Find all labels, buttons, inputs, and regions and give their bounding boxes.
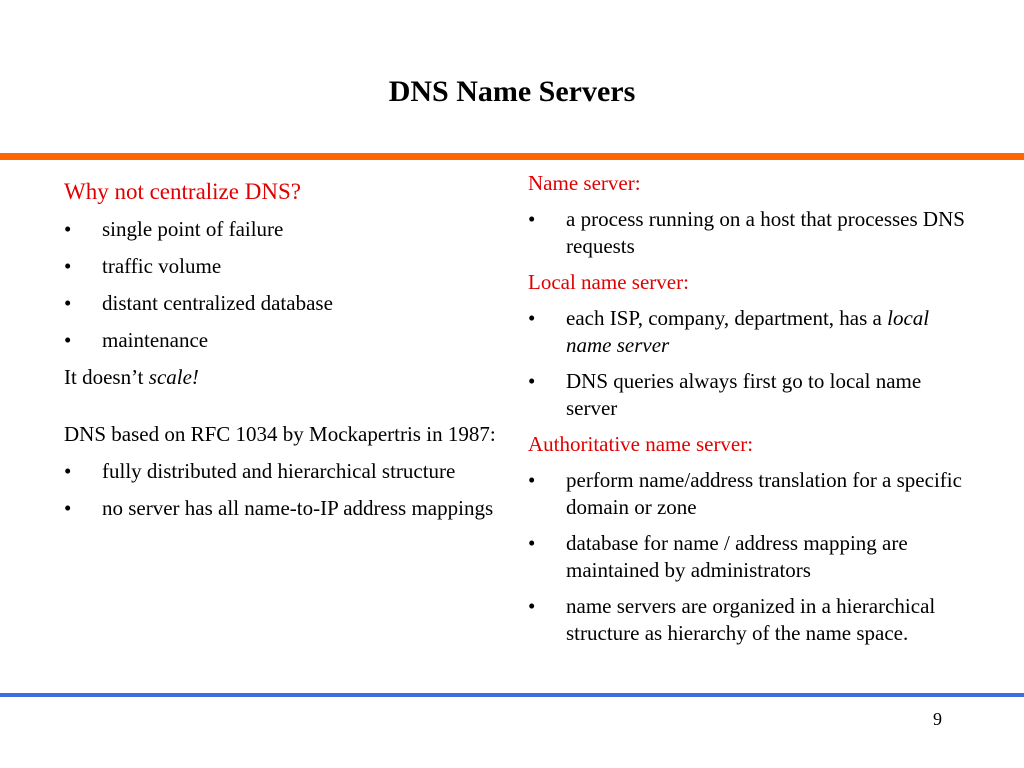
list-item-text: traffic volume xyxy=(102,254,222,278)
list-item: • single point of failure xyxy=(64,216,504,243)
list-item-text: database for name / address mapping are … xyxy=(566,531,908,582)
list-item-text: no server has all name-to-IP address map… xyxy=(102,496,494,520)
why-not-centralize-heading: Why not centralize DNS? xyxy=(64,179,301,204)
left-column: Why not centralize DNS? • single point of… xyxy=(64,177,504,532)
list-item: • traffic volume xyxy=(64,253,504,280)
list-item: • distant centralized database xyxy=(64,290,504,317)
scale-statement: It doesn’t scale! xyxy=(64,364,504,391)
list-item-italic: local name server xyxy=(566,306,930,357)
list-item-text: maintenance xyxy=(102,328,209,352)
bullet-icon: • xyxy=(528,306,536,330)
spacer xyxy=(64,391,504,421)
list-item-text: single point of failure xyxy=(102,217,284,241)
bullet-icon: • xyxy=(528,531,536,555)
authoritative-name-server-heading: Authoritative name server: xyxy=(528,432,754,456)
list-item-text: DNS queries always first go to local nam… xyxy=(566,369,922,420)
list-item: • no server has all name-to-IP address ma… xyxy=(64,495,504,522)
page-number: 9 xyxy=(933,709,942,729)
list-item-text: each ISP, company, department, has a xyxy=(566,306,888,330)
bullet-icon: • xyxy=(64,459,72,483)
scale-prefix: It doesn’t xyxy=(64,365,149,389)
bullet-icon: • xyxy=(64,217,72,241)
bullet-icon: • xyxy=(528,369,536,393)
bullet-icon: • xyxy=(528,207,536,231)
list-item-text: distant centralized database xyxy=(102,291,333,315)
list-item: • DNS queries always first go to local na… xyxy=(528,368,968,422)
list-item-text: name servers are organized in a hierarch… xyxy=(566,594,936,645)
list-item-text: fully distributed and hierarchical struc… xyxy=(102,459,456,483)
scale-word: scale! xyxy=(148,365,199,389)
bullet-icon: • xyxy=(528,594,536,618)
name-server-heading: Name server: xyxy=(528,171,641,195)
rfc-statement: DNS based on RFC 1034 by Mockapertris in… xyxy=(64,422,496,446)
bullet-icon: • xyxy=(64,291,72,315)
rfc-properties-list: • fully distributed and hierarchical stru… xyxy=(64,458,504,522)
centralize-problems-list: • single point of failure • traffic volume… xyxy=(64,216,504,354)
bullet-icon: • xyxy=(64,254,72,278)
bullet-icon: • xyxy=(528,468,536,492)
bullet-icon: • xyxy=(64,496,72,520)
list-item: • maintenance xyxy=(64,327,504,354)
slide-title: DNS Name Servers xyxy=(388,75,636,108)
list-item: • perform name/address translation for a … xyxy=(528,467,968,521)
local-name-server-heading: Local name server: xyxy=(528,270,689,294)
bottom-divider xyxy=(0,693,1024,697)
bullet-icon: • xyxy=(64,328,72,352)
list-item: • a process running on a host that proces… xyxy=(528,206,968,260)
list-item: • each ISP, company, department, has a lo… xyxy=(528,305,968,359)
list-item: • database for name / address mapping are… xyxy=(528,530,968,584)
list-item-text: a process running on a host that process… xyxy=(566,207,965,258)
list-item: • fully distributed and hierarchical stru… xyxy=(64,458,504,485)
top-divider xyxy=(0,153,1024,160)
list-item-text: perform name/address translation for a s… xyxy=(566,468,962,519)
right-column: Name server: • a process running on a hos… xyxy=(528,170,968,647)
list-item: • name servers are organized in a hierarc… xyxy=(528,593,968,647)
